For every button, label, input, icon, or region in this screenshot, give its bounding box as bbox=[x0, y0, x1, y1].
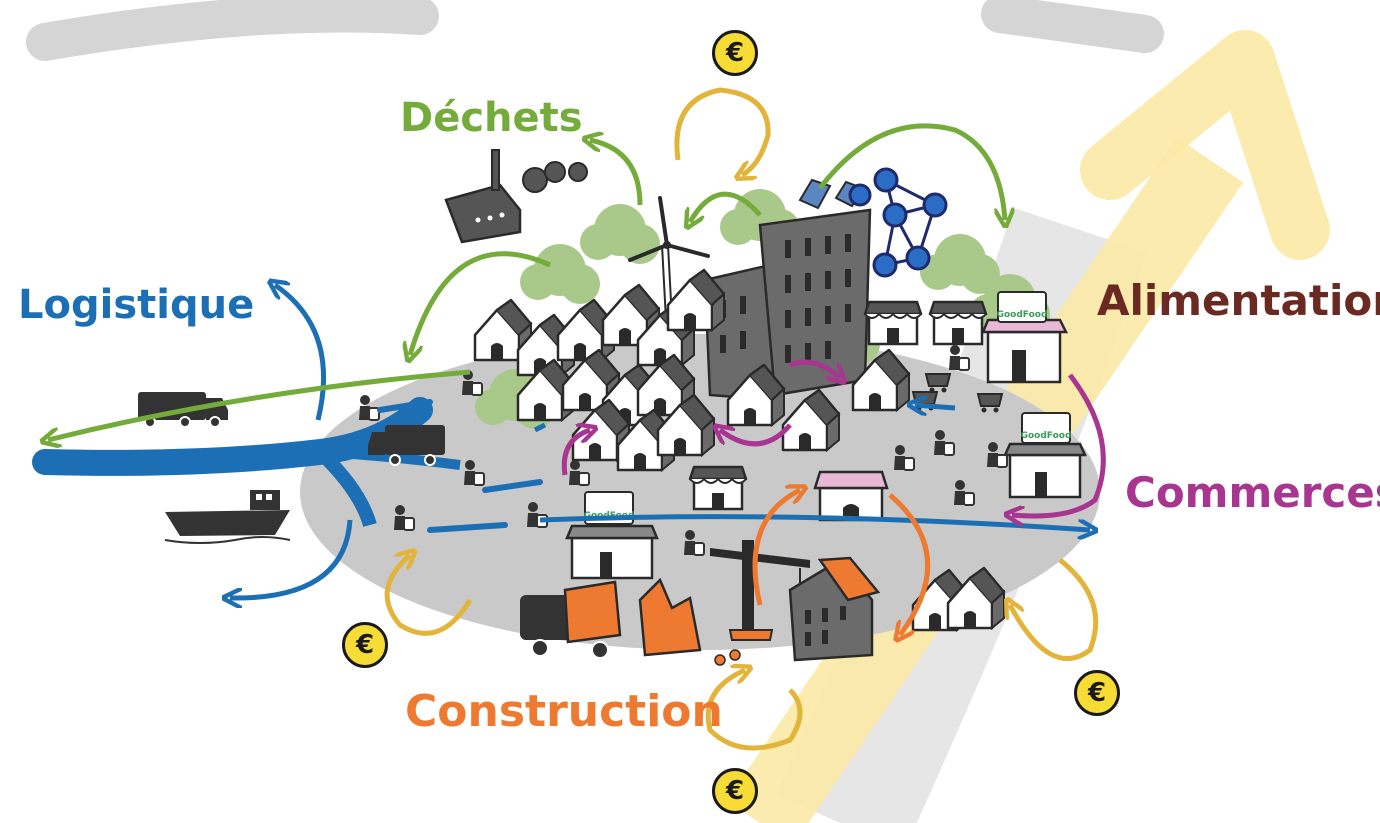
truck-top bbox=[138, 392, 228, 428]
boat bbox=[164, 490, 291, 544]
money-flows bbox=[384, 87, 1099, 751]
waste-flows bbox=[48, 123, 1005, 440]
euro-coin-icon: € bbox=[712, 30, 758, 76]
dump-truck bbox=[520, 580, 622, 659]
euro-coin-icon: € bbox=[1074, 670, 1120, 716]
goodfood-store-top: GoodFood bbox=[981, 291, 1069, 384]
top-left-gray-band bbox=[26, 0, 439, 61]
label-commerces: Commerces bbox=[1125, 468, 1380, 517]
atomium bbox=[848, 167, 948, 278]
truck-middle bbox=[368, 425, 445, 466]
label-alimentation: Alimentation bbox=[1097, 276, 1380, 325]
commerce-flows bbox=[561, 359, 1106, 516]
construction-site bbox=[638, 540, 881, 666]
goodfood-store-left: GoodFood bbox=[565, 491, 659, 580]
top-right-gray-band bbox=[981, 0, 1164, 53]
goodfood-store-right: GoodFood bbox=[1003, 412, 1087, 499]
factory bbox=[444, 149, 588, 244]
label-dechets: Déchets bbox=[400, 95, 583, 141]
goodfood-sign-text: GoodFood bbox=[997, 310, 1048, 320]
goodfood-sign-text: GoodFood bbox=[1021, 431, 1072, 441]
pink-shop bbox=[813, 470, 889, 522]
growth-arrow-head bbox=[1080, 30, 1330, 260]
construction-flows bbox=[752, 490, 931, 635]
label-construction: Construction bbox=[405, 686, 723, 737]
euro-coin-icon: € bbox=[712, 768, 758, 814]
euro-coin-icon: € bbox=[342, 622, 388, 668]
label-logistique: Logistique bbox=[18, 282, 255, 328]
